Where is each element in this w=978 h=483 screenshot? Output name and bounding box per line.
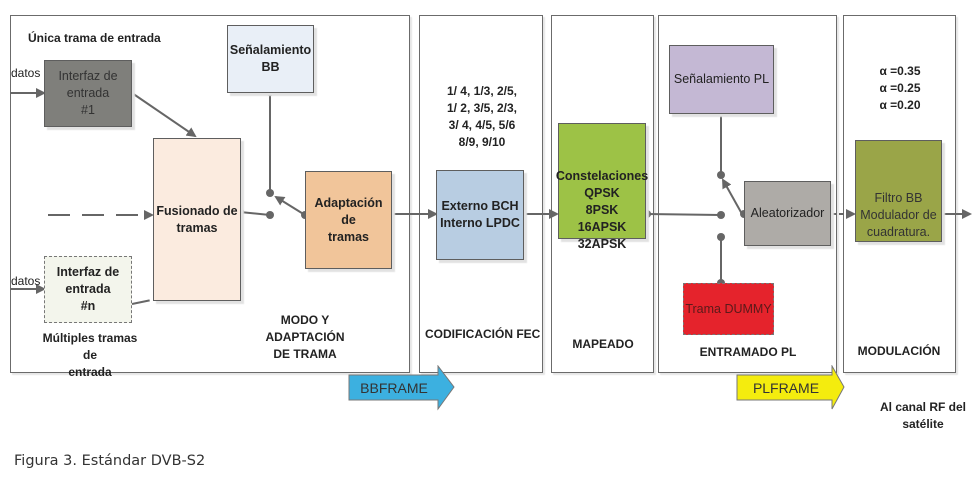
mapeado-title: MAPEADO [572,337,634,351]
senalamiento-bb-block: Señalamiento BB [227,25,314,93]
figure-caption: Figura 3. Estándar DVB-S2 [14,453,206,469]
codificacion-fec-title: CODIFICACIÓN FEC [425,327,541,341]
trama-dummy-block: Trama DUMMY [683,283,774,335]
aleatorizador-block: Aleatorizador [744,181,831,246]
plframe-banner-arrow [736,365,845,410]
wire-adaptacion-switch [274,195,306,216]
single-input-label: Única trama de entrada [28,31,161,45]
adaptacion-tramas-block: Adaptación de tramas [305,171,392,269]
bbframe-label: BBFRAME [360,379,428,396]
interfaz-entrada-n-block: Interfaz de entrada #n [44,256,132,323]
modo-adaptacion-title: MODO Y ADAPTACIÓN DE TRAMA [265,313,345,361]
plframe-label: PLFRAME [752,379,820,396]
output-rf-label: Al canal RF del satélite [879,400,967,431]
fec-bch-ldpc-block: Externo BCH Interno LPDC [436,170,524,260]
rolloff-values: α =0.35 α =0.25 α =0.20 [879,64,921,112]
wire-fusionado-switch [239,211,271,216]
entramado-pl-title: ENTRAMADO PL [699,345,797,359]
senalamiento-pl-block: Señalamiento PL [669,45,774,114]
datos-bottom-label: datos [11,274,41,288]
interfaz-entrada-1-block: Interfaz de entrada #1 [44,60,132,127]
wire-interfaz1-fusionado [131,92,197,138]
wire-mapeado-switch [646,213,722,216]
multi-input-label: Múltiples tramas de entrada [42,331,138,379]
fusionado-tramas-block: Fusionado de tramas [153,138,241,301]
wire-aleatorizador-switch [722,178,743,215]
bbframe-banner-arrow [348,365,455,411]
datos-top-label: datos [11,66,41,80]
fec-code-rates: 1/ 4, 1/3, 2/5, 1/ 2, 3/5, 2/3, 3/ 4, 4/… [446,84,518,149]
filtro-modulador-block: Filtro BB Modulador de cuadratura. [855,140,942,242]
constelaciones-block: Constelaciones QPSK 8PSK 16APSK 32APSK [556,123,648,251]
modulacion-title: MODULACIÓN [857,344,941,358]
